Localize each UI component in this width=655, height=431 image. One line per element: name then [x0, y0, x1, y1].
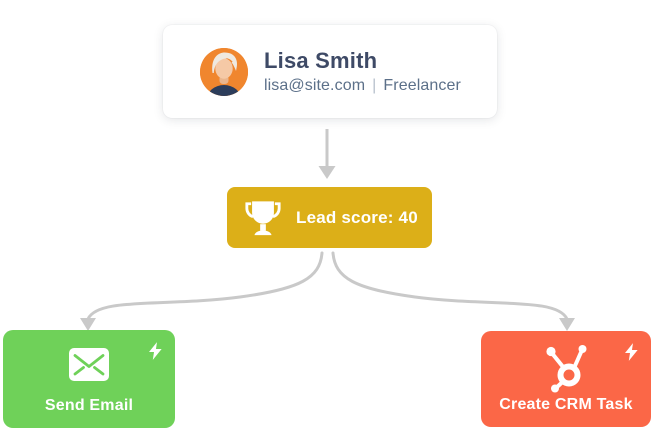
contact-meta: lisa@site.com | Freelancer	[264, 76, 461, 95]
trophy-icon	[245, 200, 281, 235]
arrow-contact-to-score	[318, 129, 336, 179]
contact-avatar	[200, 47, 248, 96]
send-email-card: Send Email	[3, 330, 175, 428]
contact-card: Lisa Smith lisa@site.com | Freelancer	[163, 25, 497, 118]
woman-portrait-avatar	[200, 47, 248, 96]
hubspot-sprocket-icon	[546, 345, 587, 393]
avatar-shoulders	[207, 84, 241, 96]
lead-score-label: Lead score: 40	[296, 207, 418, 227]
envelope-icon	[69, 348, 109, 381]
avatar-face	[215, 57, 233, 79]
contact-role: Freelancer	[383, 76, 461, 94]
arrow-score-to-crm	[331, 251, 575, 331]
send-email-label: Send Email	[44, 397, 134, 414]
meta-separator: |	[372, 76, 377, 94]
lightning-bolt-icon	[625, 343, 638, 361]
contact-name: Lisa Smith	[264, 48, 378, 74]
contact-text: Lisa Smith lisa@site.com | Freelancer	[264, 48, 461, 94]
arrow-score-to-email	[80, 251, 324, 331]
lightning-bolt-icon	[149, 342, 162, 360]
lead-score-card: Lead score: 40	[227, 187, 432, 248]
create-crm-task-card: Create CRM Task	[481, 331, 651, 427]
contact-email: lisa@site.com	[264, 76, 366, 94]
avatar-hair	[212, 52, 238, 73]
create-crm-task-label: Create CRM Task	[499, 396, 633, 413]
